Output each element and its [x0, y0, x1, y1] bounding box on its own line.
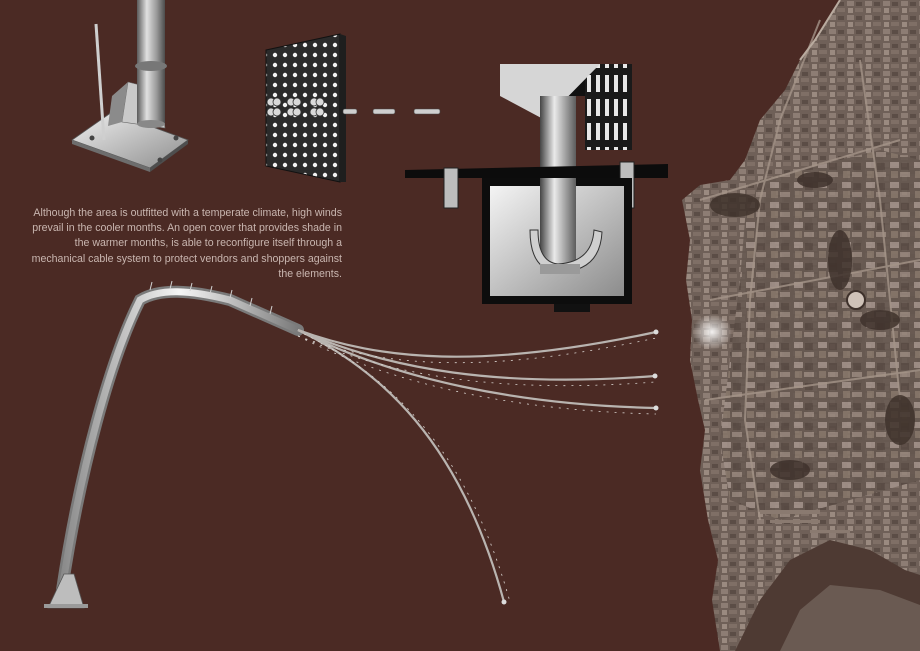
description-text: Although the area is outfitted with a te…: [31, 207, 342, 280]
